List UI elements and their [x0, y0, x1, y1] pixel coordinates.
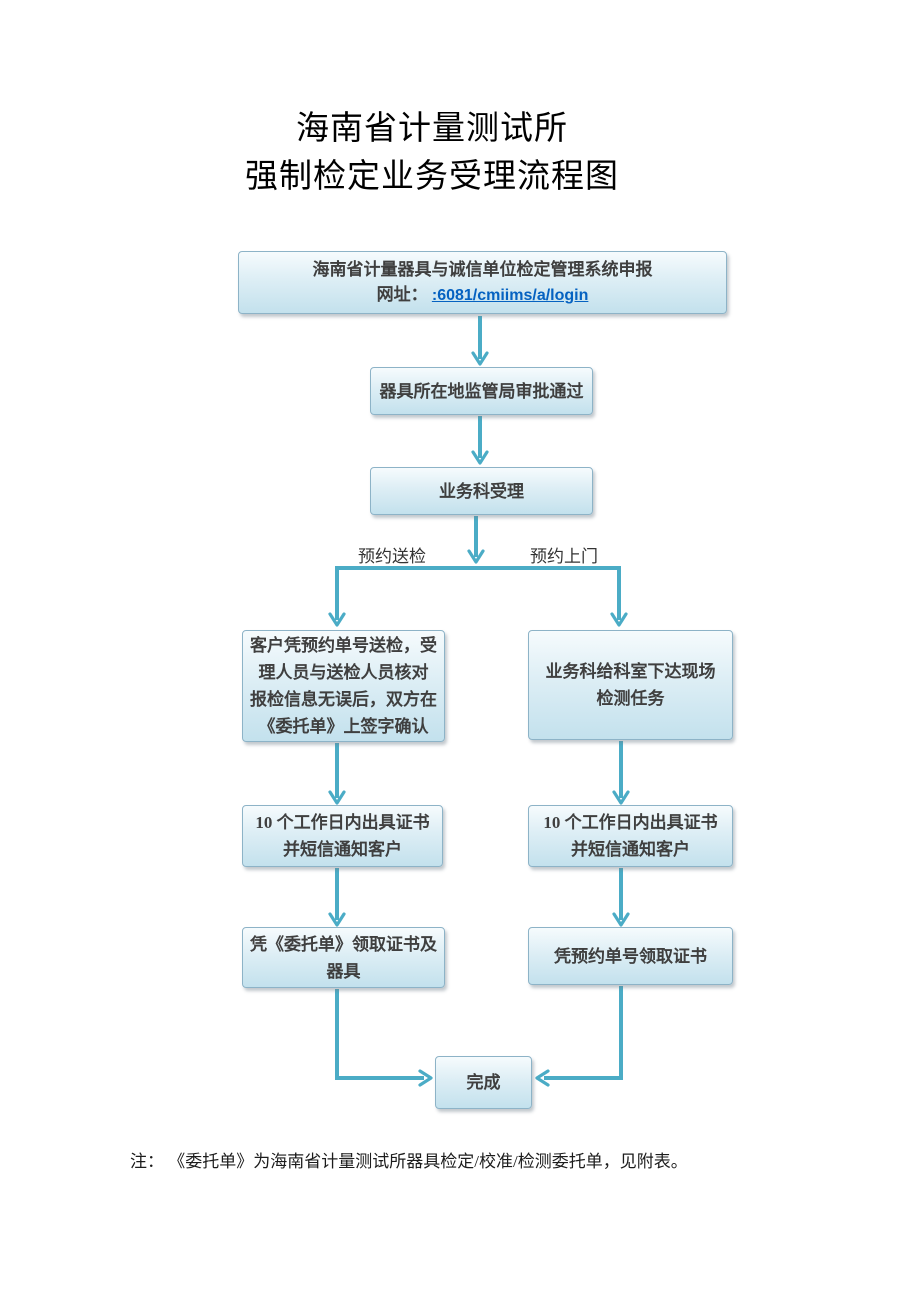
arrowhead-down-icon	[467, 549, 485, 564]
node-line: 报检信息无误后，双方在	[250, 690, 437, 709]
arrowhead-down-icon	[610, 612, 628, 627]
portal-url-row: 网址： :6081/cmiims/a/login	[377, 282, 589, 308]
node-right-certificate: 10 个工作日内出具证书 并短信通知客户	[528, 805, 733, 867]
node-left-certificate: 10 个工作日内出具证书 并短信通知客户	[242, 805, 443, 867]
connector-line	[544, 986, 623, 1080]
node-line: 10 个工作日内出具证书	[255, 813, 430, 832]
arrowhead-down-icon	[328, 790, 346, 805]
node-line: 10 个工作日内出具证书	[543, 813, 718, 832]
node-line: 理人员与送检人员核对	[258, 663, 429, 682]
node-line: 凭预约单号领取证书	[554, 946, 707, 966]
node-line: 并短信通知客户	[283, 840, 402, 859]
arrowhead-down-icon	[328, 912, 346, 927]
node-label: 完成	[466, 1073, 501, 1092]
connector-left-pickup-to-done	[335, 989, 433, 1087]
arrowhead-down-icon	[612, 790, 630, 805]
arrowhead-down-icon	[328, 612, 346, 627]
portal-url-link[interactable]: :6081/cmiims/a/login	[431, 287, 589, 304]
page-title: 海南省计量测试所 强制检定业务受理流程图	[0, 105, 864, 201]
connector-line	[335, 989, 424, 1080]
node-line: 业务科给科室下达现场	[545, 662, 716, 681]
node-line: 客户凭预约单号送检，受	[250, 636, 437, 655]
branch-label-onsite: 预约上门	[530, 547, 598, 566]
arrowhead-down-icon	[471, 351, 489, 366]
node-done: 完成	[435, 1056, 532, 1109]
connector-acceptance-to-branch	[467, 516, 485, 564]
title-line-1: 海南省计量测试所	[296, 111, 568, 147]
portal-system-name: 海南省计量器具与诚信单位检定管理系统申报	[312, 260, 653, 279]
node-portal-system: 海南省计量器具与诚信单位检定管理系统申报 网址： :6081/cmiims/a/…	[238, 251, 727, 314]
node-right-pickup: 凭预约单号领取证书	[528, 927, 733, 985]
node-line: 检测任务	[596, 689, 665, 708]
arrowhead-down-icon	[612, 912, 630, 927]
node-line: 器具	[326, 961, 361, 981]
arrowhead-left-icon	[535, 1069, 550, 1087]
connector-approval-to-acceptance	[471, 416, 489, 465]
footnote: 注： 《委托单》为海南省计量测试所器具检定/校准/检测委托单，见附表。	[130, 1152, 688, 1171]
node-left-pickup: 凭《委托单》领取证书及 器具	[242, 927, 445, 988]
connector-portal-to-approval	[471, 316, 489, 366]
node-line: 《委托单》上签字确认	[258, 717, 429, 736]
branch-elbow	[328, 566, 628, 627]
connector-right-pickup-to-done	[535, 986, 623, 1087]
node-business-acceptance: 业务科受理	[370, 467, 593, 515]
node-customer-submit: 客户凭预约单号送检，受 理人员与送检人员核对 报检信息无误后，双方在 《委托单》…	[242, 630, 445, 742]
title-line-2: 强制检定业务受理流程图	[245, 159, 619, 195]
connector-left-cert-to-pickup	[328, 868, 346, 927]
portal-url-label: 网址：	[376, 285, 432, 304]
connector-left-submit-to-cert	[328, 743, 346, 805]
node-bureau-approval: 器具所在地监管局审批通过	[370, 367, 593, 415]
connector-right-dispatch-to-cert	[612, 741, 630, 805]
connector-right-cert-to-pickup	[612, 868, 630, 927]
node-onsite-dispatch: 业务科给科室下达现场 检测任务	[528, 630, 733, 740]
node-line: 凭《委托单》领取证书及	[250, 934, 437, 954]
connector-line	[335, 566, 621, 620]
node-line: 并短信通知客户	[571, 840, 690, 859]
arrowhead-down-icon	[471, 450, 489, 465]
branch-label-delivery: 预约送检	[358, 547, 426, 566]
node-label: 器具所在地监管局审批通过	[379, 381, 584, 401]
node-label: 业务科受理	[439, 481, 524, 501]
arrowhead-right-icon	[418, 1069, 433, 1087]
